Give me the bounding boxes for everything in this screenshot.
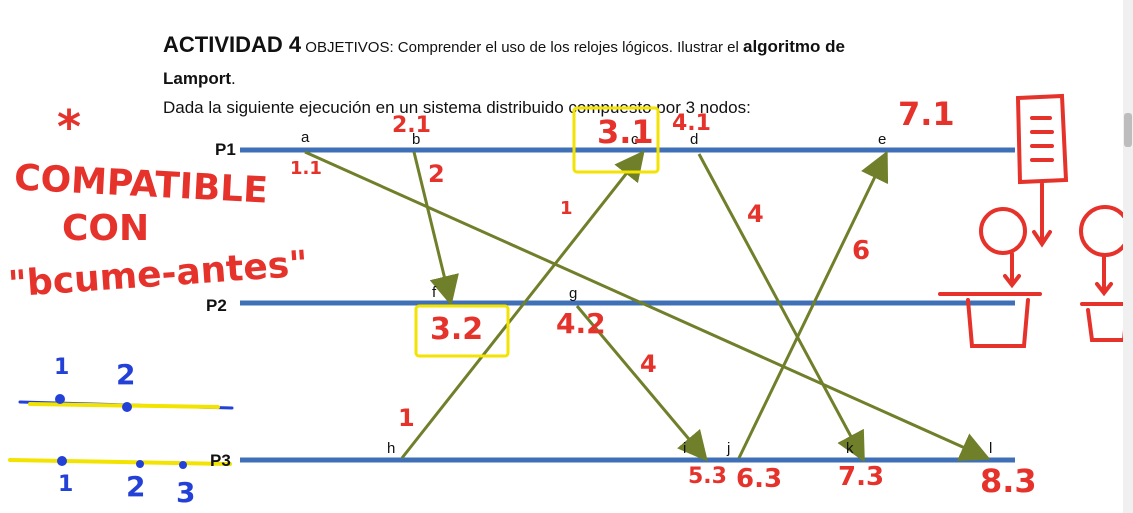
message-a-l <box>304 150 991 461</box>
blue-num-1: 1 <box>54 355 70 380</box>
lamport-word: Lamport <box>163 69 231 88</box>
lamport-line: Lamport. <box>163 69 236 89</box>
activity-title: ACTIVIDAD 4 <box>163 32 302 57</box>
clock-a: 1.1 <box>290 158 322 179</box>
clock-l: 8.3 <box>980 462 1037 500</box>
clock-k: 7.3 <box>838 462 885 492</box>
label-p3: P3 <box>210 451 231 470</box>
event-c: c <box>631 131 639 148</box>
clock-e: 7.1 <box>898 95 955 133</box>
event-b: b <box>412 131 421 148</box>
msg-label-g-i: 4 <box>640 350 657 378</box>
clock-b: 2.1 <box>392 113 431 138</box>
event-j: j <box>727 440 731 457</box>
highlight-f <box>414 304 510 358</box>
message-h-c <box>400 150 645 459</box>
clock-f: 3.2 <box>430 312 484 347</box>
message-b-f <box>412 151 459 306</box>
objectives-bold: algoritmo de <box>742 37 845 56</box>
event-e: e <box>878 131 887 148</box>
event-i: i <box>683 440 687 457</box>
clock-d: 4.1 <box>672 111 711 136</box>
label-p2: P2 <box>206 296 227 315</box>
message-g-i <box>575 305 708 462</box>
message-j-e <box>737 150 889 459</box>
blue-num-3: 1 <box>58 472 74 497</box>
event-d: d <box>690 131 699 148</box>
scrollbar-thumb[interactable] <box>1124 113 1132 147</box>
msg-label-j-e: 6 <box>852 236 871 266</box>
clock-i: 5.3 <box>688 464 727 489</box>
event-a: a <box>301 129 310 146</box>
activity-heading: ACTIVIDAD 4 OBJETIVOS: Comprender el uso… <box>163 32 845 58</box>
lamport-period: . <box>231 69 236 88</box>
event-f: f <box>432 284 437 301</box>
label-p1: P1 <box>215 140 236 159</box>
node-doodle-2 <box>1079 205 1131 257</box>
clock-j: 6.3 <box>736 464 783 494</box>
msg-label-h-c: 1 <box>560 198 573 219</box>
blue-num-5: 3 <box>176 476 196 509</box>
clock-g: 4.2 <box>556 307 606 340</box>
msg-label-d-k: 4 <box>747 200 764 228</box>
blue-num-2: 2 <box>116 358 136 391</box>
blue-num-4: 2 <box>126 470 146 503</box>
star-mark: * <box>57 100 82 154</box>
message-d-k <box>697 153 865 463</box>
clock-c: 3.1 <box>597 113 654 151</box>
msg-label-h-start: 1 <box>398 404 415 432</box>
highlight-c <box>572 106 660 174</box>
event-h: h <box>387 440 396 457</box>
event-l: l <box>989 440 993 457</box>
msg-label-b-f: 2 <box>428 160 445 188</box>
vertical-scrollbar[interactable] <box>1123 0 1133 513</box>
document-doodle <box>1015 93 1069 185</box>
objectives-text: OBJETIVOS: Comprender el uso de los relo… <box>301 39 743 56</box>
bucket-doodle-1 <box>938 292 1042 348</box>
event-g: g <box>569 285 578 302</box>
con-word: CON <box>62 208 150 249</box>
intro-text: Dada la siguiente ejecución en un sistem… <box>163 98 751 117</box>
event-k: k <box>846 440 854 457</box>
node-doodle-1 <box>979 207 1027 255</box>
